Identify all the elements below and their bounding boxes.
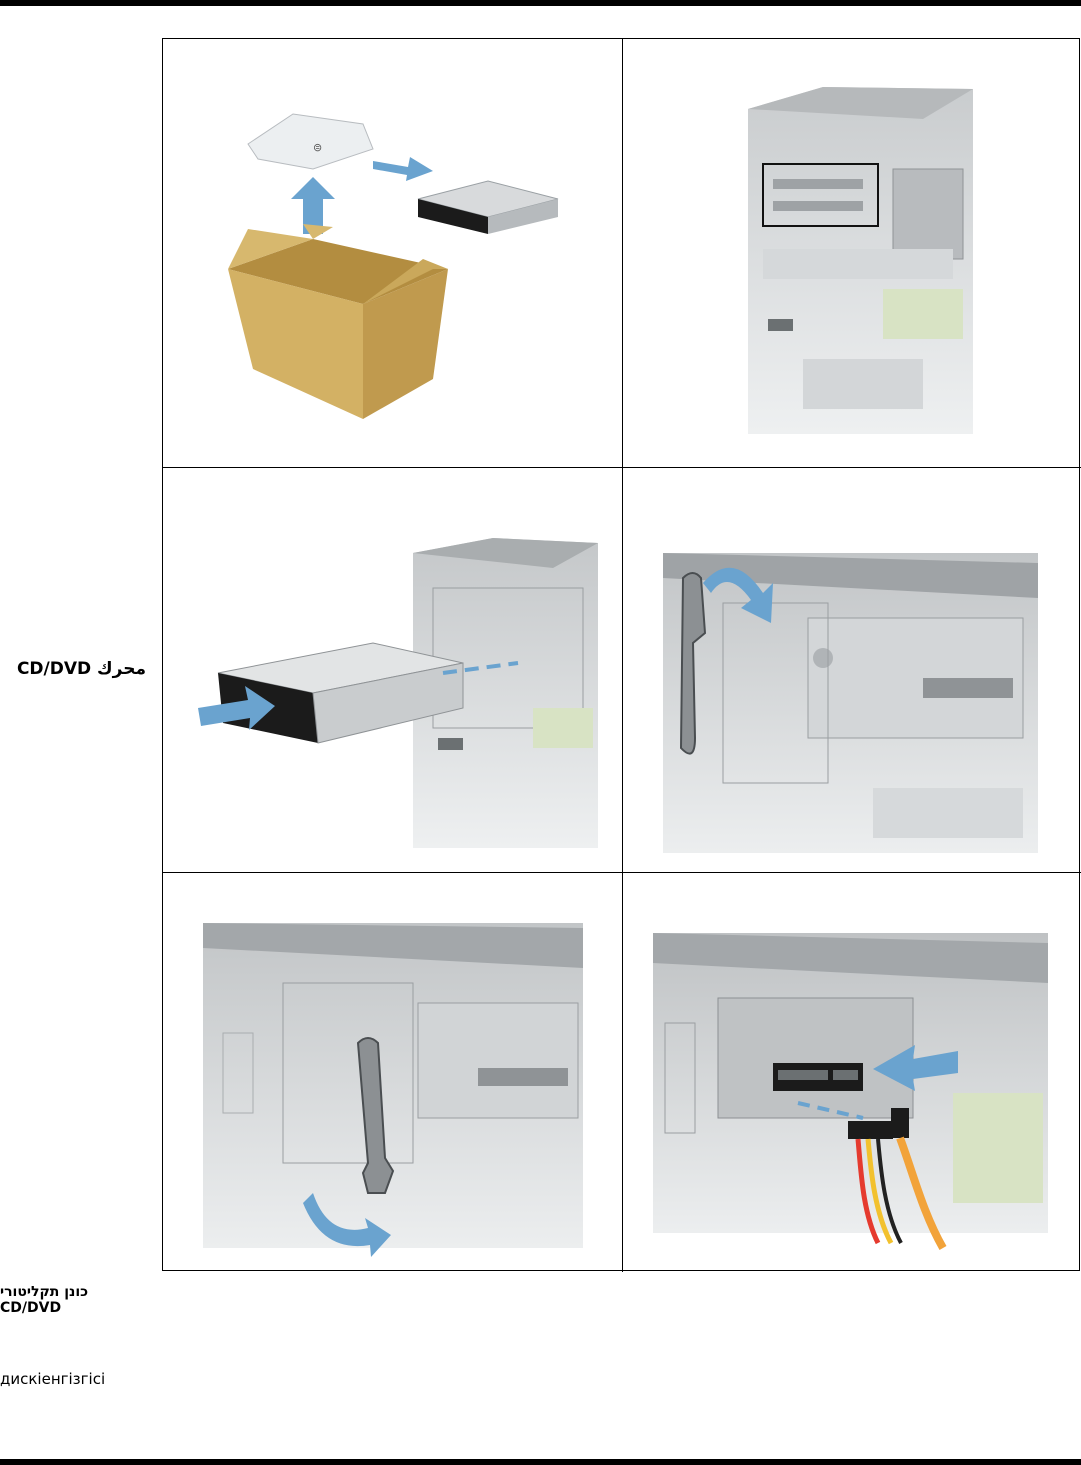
data-connector	[891, 1108, 909, 1138]
side-label-hebrew-line2: CD/DVD	[0, 1300, 110, 1316]
side-label-hebrew-line1: כונן תקליטורי	[0, 1284, 110, 1300]
step-5-lock-latch	[163, 873, 622, 1271]
top-rule	[0, 0, 1081, 6]
step-1-unpack-drive: ⊜	[163, 39, 622, 467]
side-label-hebrew: כונן תקליטורי CD/DVD	[0, 1284, 110, 1316]
step-6-connect-cables	[623, 873, 1081, 1271]
step-4-release-latch	[623, 468, 1081, 872]
svg-text:⊜: ⊜	[313, 141, 322, 154]
bottom-rule	[0, 1459, 1081, 1465]
illustration-grid: ⊜	[162, 38, 1080, 1271]
optical-drive	[718, 998, 913, 1118]
side-label-kazakh: дискіенгізгісі	[0, 1370, 105, 1388]
arrow-right-icon	[373, 157, 433, 181]
packaging-bag	[248, 114, 373, 169]
power-connector	[848, 1121, 893, 1139]
step-3-insert-drive	[163, 468, 622, 872]
side-label-arabic: محرك CD/DVD	[0, 659, 146, 679]
step-2-locate-drive-bay	[623, 39, 1081, 467]
